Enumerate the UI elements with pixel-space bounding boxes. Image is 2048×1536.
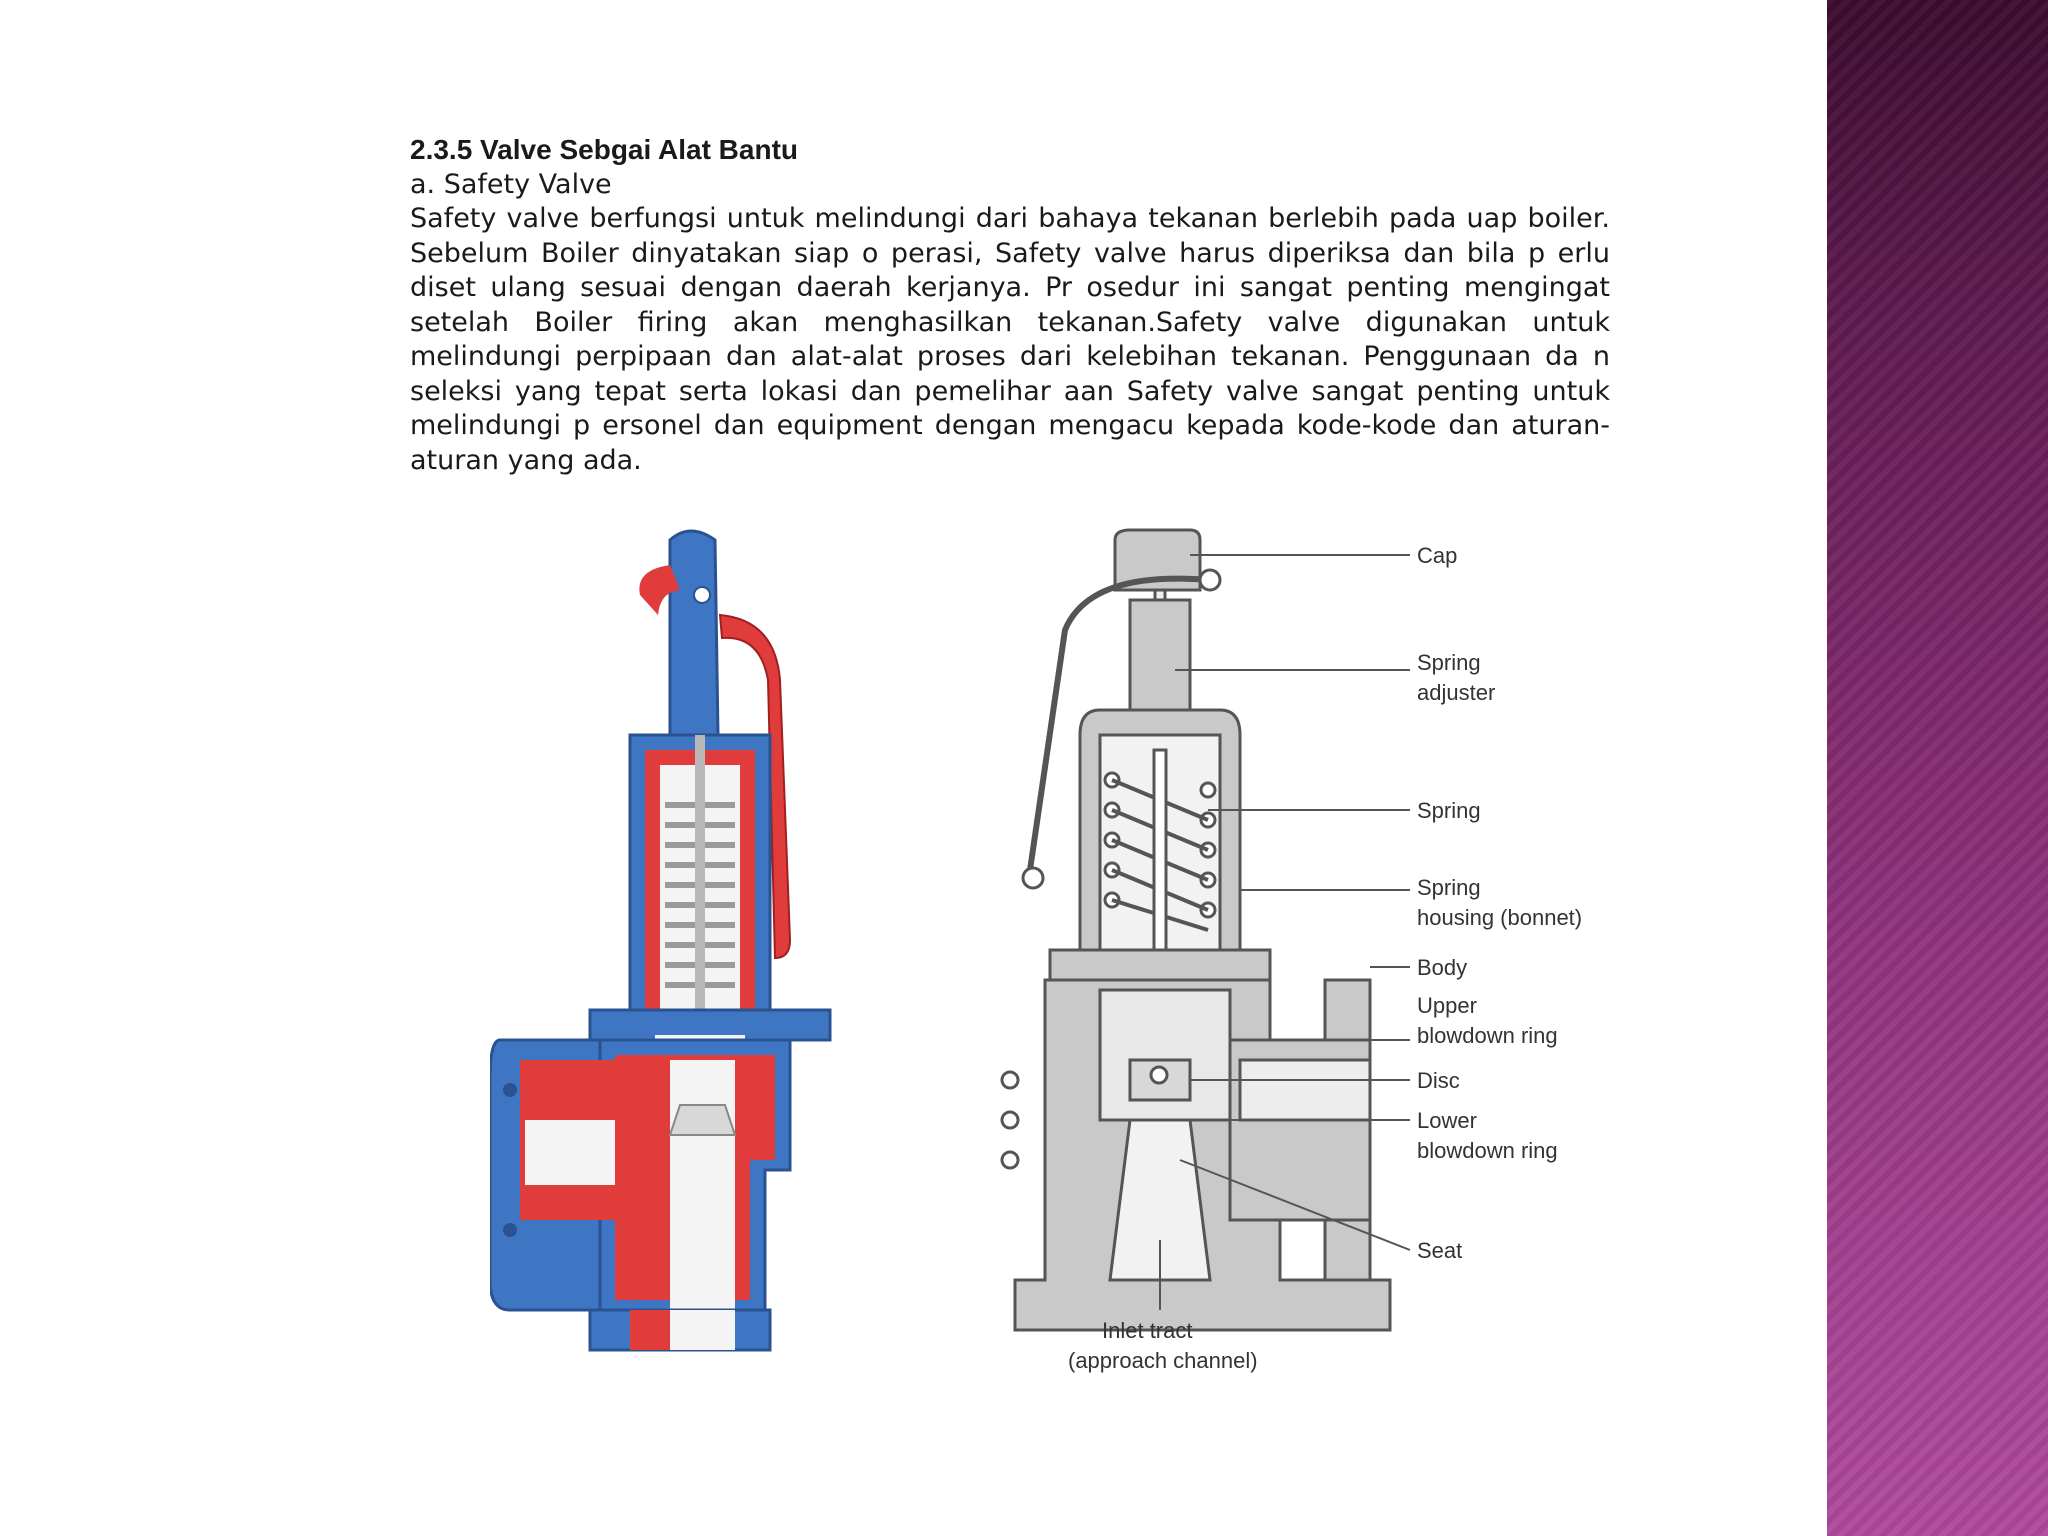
- label-inlet-1: Inlet tract: [1102, 1318, 1192, 1343]
- label-body: Body: [1417, 955, 1467, 980]
- diagram-labels: Cap Spring adjuster Spring Spring housin…: [1068, 543, 1582, 1373]
- section-subheading: a. Safety Valve: [410, 169, 612, 200]
- safety-valve-figure: Cap Spring adjuster Spring Spring housin…: [488, 520, 1620, 1390]
- label-inlet-2: (approach channel): [1068, 1348, 1258, 1373]
- label-spring-housing-1: Spring: [1417, 875, 1481, 900]
- decorative-side-band: [1827, 0, 2048, 1536]
- label-upper-ring-2: blowdown ring: [1417, 1023, 1558, 1048]
- slide-background: [0, 0, 1827, 1536]
- leader-lines: [1159, 554, 1411, 1310]
- label-spring-housing-2: housing (bonnet): [1417, 905, 1582, 930]
- label-lower-ring-1: Lower: [1417, 1108, 1477, 1133]
- section-heading: 2.3.5 Valve Sebgai Alat Bantu: [410, 134, 799, 165]
- body-paragraph: Safety valve berfungsi untuk melindungi …: [410, 203, 1610, 476]
- schematic-valve-diagram: [1000, 528, 1392, 1332]
- cutaway-valve-illustration: [488, 529, 832, 1352]
- label-spring-adjuster-2: adjuster: [1417, 680, 1495, 705]
- label-lower-ring-2: blowdown ring: [1417, 1138, 1558, 1163]
- label-disc: Disc: [1417, 1068, 1460, 1093]
- label-spring-adjuster-1: Spring: [1417, 650, 1481, 675]
- label-spring: Spring: [1417, 798, 1481, 823]
- label-upper-ring-1: Upper: [1417, 993, 1477, 1018]
- label-seat: Seat: [1417, 1238, 1462, 1263]
- label-cap: Cap: [1417, 543, 1457, 568]
- text-content: 2.3.5 Valve Sebgai Alat Bantu a. Safety …: [410, 132, 1610, 478]
- safety-valve-svg: Cap Spring adjuster Spring Spring housin…: [488, 528, 1582, 1373]
